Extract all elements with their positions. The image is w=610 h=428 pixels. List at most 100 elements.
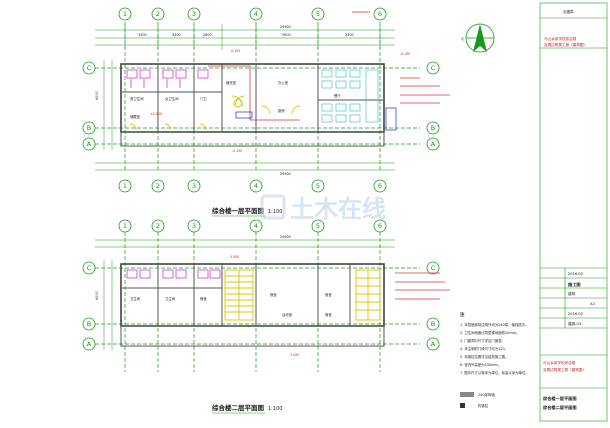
note-5: 5. 构造柱位置详见结构施工图。 bbox=[460, 354, 508, 359]
level-mark-1: -0.150 bbox=[230, 49, 240, 53]
room-label-2f-2: 卫生间 bbox=[165, 296, 176, 301]
room-label-2f-5: 活动室 bbox=[282, 312, 293, 317]
grid-col-5-2f: 5 bbox=[316, 222, 320, 230]
annotation-leaders-2f bbox=[395, 272, 450, 300]
grid-col-3-bottom: 3 bbox=[192, 182, 196, 190]
ground-floor-corridor bbox=[120, 131, 385, 147]
tb-project-sub-repeat: 及周边附属工程（建筑图） bbox=[543, 367, 586, 372]
second-floor-outline bbox=[120, 263, 385, 327]
room-label-2f-7: 宿舍 bbox=[325, 312, 332, 317]
stairs bbox=[224, 269, 381, 321]
grid-col-3-2f: 3 bbox=[192, 222, 196, 230]
grid-col-6: 6 bbox=[378, 10, 382, 18]
top-bay-dim-5: 3300 bbox=[345, 33, 354, 37]
ground-floor-scale: 1:100 bbox=[268, 209, 282, 215]
watermark: 土木在线 bbox=[260, 194, 386, 223]
level-mark-3: ±0.000 bbox=[150, 112, 162, 116]
toilet-fixtures bbox=[126, 69, 209, 88]
grid-col-2: 2 bbox=[156, 10, 160, 18]
level-mark-2f-2: 3.000 bbox=[290, 353, 299, 357]
note-6: 6. 室内外高差为150mm。 bbox=[460, 362, 501, 367]
interior-walls-2f bbox=[121, 264, 351, 326]
door-swings bbox=[129, 95, 301, 131]
left-depth-dim-2f: 6000 bbox=[95, 291, 99, 300]
room-label-2f-4: 宿舍 bbox=[270, 292, 277, 297]
grid-col-3: 3 bbox=[192, 10, 196, 18]
room-label-2f-3: 宿舍 bbox=[200, 296, 207, 301]
tb-project-repeat: 马山乡某学校综合楼 bbox=[543, 360, 576, 365]
tb-sheet-title-1: 综合楼一层平面图 bbox=[543, 395, 577, 402]
grid-row-b-right: B bbox=[431, 124, 435, 132]
legend-wall: 240厚砖墙 bbox=[478, 392, 495, 397]
legend-column: 构造柱 bbox=[478, 403, 489, 408]
room-label-8: 储藏室 bbox=[130, 114, 141, 119]
grid-row-a: A bbox=[87, 140, 92, 148]
grid-col-2-2f: 2 bbox=[156, 222, 160, 230]
tb-phase: 施工图 bbox=[568, 281, 581, 288]
room-label-5: 办公室 bbox=[278, 80, 289, 85]
grid-row-c: C bbox=[87, 64, 92, 72]
title-block: 出图章 马山乡某学校综合楼 及周边附属工程（建筑图） 2016.05 施工图 建… bbox=[539, 2, 608, 422]
grid-col-5-bottom: 5 bbox=[316, 182, 320, 190]
ground-floor-plan: 24900 3300 3300 2800 9900 3300 1 2 3 4 5… bbox=[82, 7, 450, 217]
annotation-leaders bbox=[352, 11, 450, 104]
grid-axis-top-2: 1 2 3 4 5 6 24900 bbox=[95, 219, 395, 372]
second-floor-plan: 1 2 3 4 5 6 24900 C B A C B A bbox=[82, 219, 450, 414]
tb-sheet-title-2: 综合楼二层平面图 bbox=[543, 404, 577, 411]
room-label-3: 门卫 bbox=[200, 96, 207, 101]
north-arrow: 北 bbox=[461, 23, 495, 53]
grid-col-1: 1 bbox=[123, 10, 127, 18]
watermark-logo-icon bbox=[260, 194, 286, 220]
dining-tables bbox=[321, 69, 379, 123]
top-total-dimension-2f: 24900 bbox=[280, 235, 291, 239]
grid-row-b: B bbox=[87, 124, 91, 132]
room-labels-2f: 卫生间 卫生间 宿舍 宿舍 活动室 宿舍 宿舍 bbox=[130, 292, 332, 317]
legend-swatch-column bbox=[460, 403, 465, 408]
note-2: 2. 卫生间地面比同层楼地面低20mm。 bbox=[460, 330, 519, 335]
legend-swatch-wall bbox=[460, 392, 474, 397]
grid-col-6-bottom: 6 bbox=[378, 182, 382, 190]
toilet-fixtures-2f bbox=[126, 269, 221, 279]
level-mark-2: -0.150 bbox=[400, 52, 410, 56]
room-label-2f-6: 宿舍 bbox=[325, 292, 332, 297]
grid-row-b-2f: B bbox=[87, 320, 91, 328]
room-label-1: 男卫生间 bbox=[130, 96, 144, 101]
grid-rows-2: C B A C B A 6000 bbox=[82, 260, 440, 351]
section-line-red bbox=[208, 65, 300, 121]
grid-row-a-2f-right: A bbox=[431, 340, 436, 348]
level-mark-2f-1: 3.000 bbox=[230, 255, 239, 259]
grid-row-c-2f-right: C bbox=[431, 264, 436, 272]
room-label-7: 厨房 bbox=[278, 108, 285, 113]
tb-revision: A3 bbox=[590, 302, 595, 306]
room-label-2f-1: 卫生间 bbox=[130, 296, 141, 301]
note-7: 7. 图中尺寸以毫米为单位，标高以米为单位。 bbox=[460, 370, 529, 375]
note-4: 4. 未注明的门垛尺寸均为120。 bbox=[460, 346, 508, 351]
general-notes: 注 1. 本层墙体除注明外均为240厚，轴线居中。 2. 卫生间地面比同层楼地面… bbox=[460, 311, 529, 408]
grid-row-a-right: A bbox=[431, 140, 436, 148]
notes-heading: 注 bbox=[460, 311, 465, 318]
grid-row-c-right: C bbox=[431, 64, 436, 72]
interior-walls bbox=[121, 64, 384, 132]
watermark-text: 土木在线 bbox=[290, 195, 386, 223]
project-sub: 及周边附属工程（建筑图） bbox=[544, 42, 587, 47]
room-label-4: 值班室 bbox=[226, 80, 237, 85]
tb-drawing-no: 建施-03 bbox=[568, 321, 581, 326]
grid-col-2-bottom: 2 bbox=[156, 182, 160, 190]
left-depth-dim: 6000 bbox=[95, 91, 99, 100]
grid-col-1-bottom: 1 bbox=[123, 182, 127, 190]
top-bay-dim-1: 3300 bbox=[138, 33, 147, 37]
note-1: 1. 本层墙体除注明外均为240厚，轴线居中。 bbox=[460, 322, 528, 327]
tb-date: 2016.05 bbox=[568, 312, 583, 316]
grid-rows: C B A C B A 6000 bbox=[82, 60, 440, 151]
grid-col-6-2f: 6 bbox=[378, 222, 382, 230]
grid-axis-bottom: 1 2 3 4 5 6 24900 bbox=[95, 162, 395, 193]
column-marker-blue bbox=[235, 111, 253, 119]
top-dimensions bbox=[95, 24, 395, 50]
grid-row-a-2f: A bbox=[87, 340, 92, 348]
ground-floor-title: 综合楼一层平面图 bbox=[212, 206, 265, 215]
steps-marker bbox=[385, 107, 397, 131]
grid-col-4-bottom: 4 bbox=[254, 182, 258, 190]
grid-col-4-2f: 4 bbox=[254, 222, 258, 230]
